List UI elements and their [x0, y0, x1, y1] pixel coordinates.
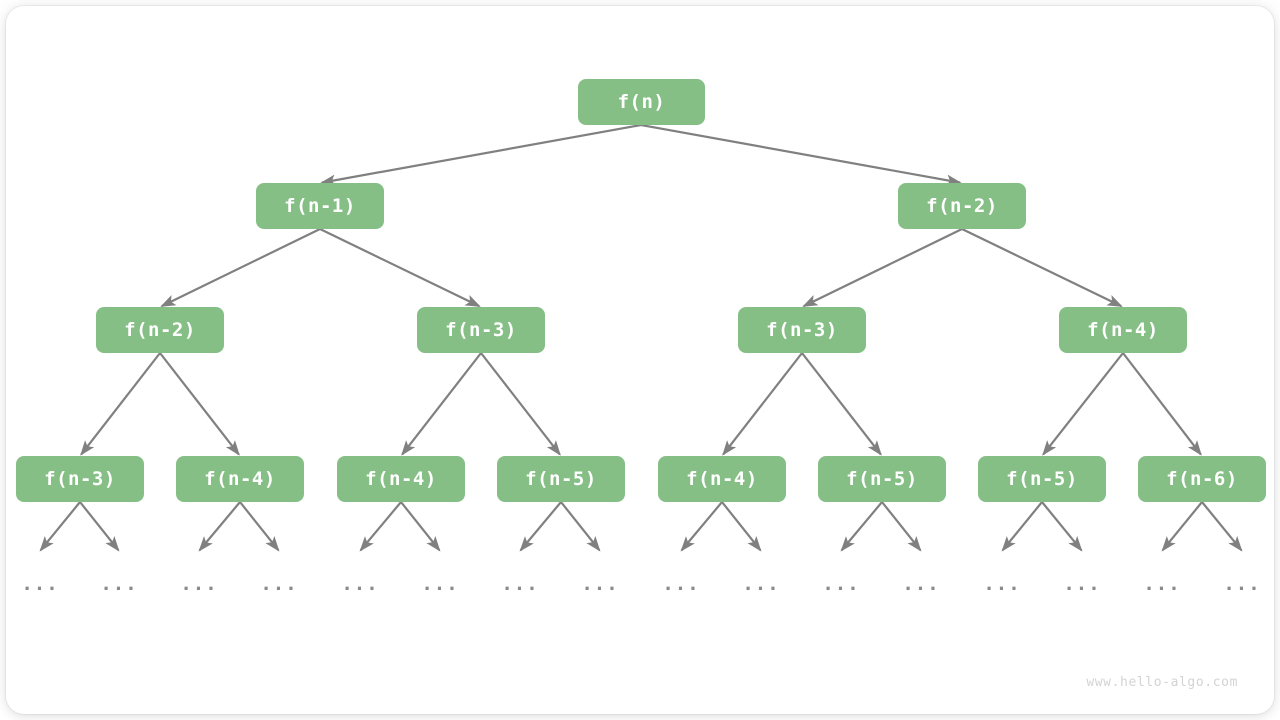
tree-edge-n6-n14 — [1122, 352, 1202, 456]
ellipsis-marker: ... — [1143, 573, 1181, 595]
tree-edge-n0-n1 — [320, 123, 642, 186]
ellipsis-marker: ... — [822, 573, 860, 595]
ellipsis-marker: ... — [662, 573, 700, 595]
tree-node-n14: f(n-6) — [1138, 456, 1266, 502]
tree-edge-n8-ellipsis-0 — [198, 501, 241, 552]
watermark-label: www.hello-algo.com — [1086, 675, 1238, 690]
tree-node-label: f(n-4) — [1087, 319, 1159, 341]
tree-node-n3: f(n-2) — [96, 307, 224, 353]
tree-node-n1: f(n-1) — [256, 183, 384, 229]
tree-edge-n4-n9 — [401, 352, 482, 456]
tree-edge-n5-n11 — [722, 352, 803, 456]
ellipsis-marker: ... — [501, 573, 539, 595]
tree-node-label: f(n) — [617, 91, 666, 113]
ellipsis-marker: ... — [1223, 573, 1261, 595]
tree-node-n13: f(n-5) — [978, 456, 1106, 502]
tree-node-n2: f(n-2) — [898, 183, 1026, 229]
tree-node-label: f(n-2) — [124, 319, 196, 341]
tree-node-label: f(n-3) — [445, 319, 517, 341]
tree-edge-n8-ellipsis-1 — [239, 501, 280, 552]
tree-edge-n10-ellipsis-0 — [519, 501, 562, 552]
tree-edge-n1-n3 — [160, 228, 321, 308]
tree-node-n10: f(n-5) — [497, 456, 625, 502]
tree-node-label: f(n-5) — [846, 468, 918, 490]
tree-edge-n11-ellipsis-0 — [680, 501, 723, 552]
tree-node-n4: f(n-3) — [417, 307, 545, 353]
tree-edge-n1-n4 — [319, 228, 481, 308]
tree-node-label: f(n-4) — [686, 468, 758, 490]
tree-edge-n11-ellipsis-1 — [721, 501, 762, 552]
tree-node-label: f(n-5) — [525, 468, 597, 490]
tree-node-label: f(n-5) — [1006, 468, 1078, 490]
tree-edge-n9-ellipsis-1 — [400, 501, 441, 552]
tree-edge-n12-ellipsis-0 — [840, 501, 883, 552]
tree-node-n6: f(n-4) — [1059, 307, 1187, 353]
tree-edge-n2-n5 — [802, 228, 963, 308]
tree-node-label: f(n-3) — [44, 468, 116, 490]
ellipsis-marker: ... — [983, 573, 1021, 595]
ellipsis-marker: ... — [21, 573, 59, 595]
tree-edge-n4-n10 — [480, 352, 561, 456]
tree-edge-n6-n13 — [1042, 352, 1124, 456]
tree-node-n12: f(n-5) — [818, 456, 946, 502]
tree-edge-n7-ellipsis-1 — [79, 501, 120, 552]
tree-node-label: f(n-4) — [204, 468, 276, 490]
tree-node-n9: f(n-4) — [337, 456, 465, 502]
tree-node-n0: f(n) — [578, 79, 705, 125]
tree-node-n8: f(n-4) — [176, 456, 304, 502]
ellipsis-marker: ... — [742, 573, 780, 595]
tree-edge-n2-n6 — [961, 228, 1123, 308]
ellipsis-marker: ... — [902, 573, 940, 595]
tree-edge-n3-n8 — [159, 352, 240, 456]
tree-node-n5: f(n-3) — [738, 307, 866, 353]
ellipsis-marker: ... — [1063, 573, 1101, 595]
tree-edge-n5-n12 — [801, 352, 882, 456]
tree-node-label: f(n-6) — [1166, 468, 1238, 490]
tree-edge-n9-ellipsis-0 — [359, 501, 402, 552]
tree-node-label: f(n-3) — [766, 319, 838, 341]
tree-node-label: f(n-2) — [926, 195, 998, 217]
ellipsis-marker: ... — [421, 573, 459, 595]
tree-edge-n7-ellipsis-0 — [39, 501, 81, 552]
tree-node-n11: f(n-4) — [658, 456, 786, 502]
tree-edge-n12-ellipsis-1 — [881, 501, 922, 552]
ellipsis-marker: ... — [100, 573, 138, 595]
tree-node-label: f(n-4) — [365, 468, 437, 490]
ellipsis-marker: ... — [260, 573, 298, 595]
tree-edge-n0-n2 — [640, 123, 962, 186]
ellipsis-marker: ... — [180, 573, 218, 595]
ellipsis-marker: ... — [341, 573, 379, 595]
tree-edge-n14-ellipsis-0 — [1161, 501, 1203, 552]
tree-edge-n3-n7 — [80, 352, 161, 456]
tree-edge-n10-ellipsis-1 — [560, 501, 601, 552]
tree-node-n7: f(n-3) — [16, 456, 144, 502]
ellipsis-marker: ... — [581, 573, 619, 595]
tree-edge-n13-ellipsis-1 — [1041, 501, 1083, 552]
tree-node-label: f(n-1) — [284, 195, 356, 217]
tree-edge-n13-ellipsis-0 — [1001, 501, 1043, 552]
tree-edge-n14-ellipsis-1 — [1201, 501, 1243, 552]
